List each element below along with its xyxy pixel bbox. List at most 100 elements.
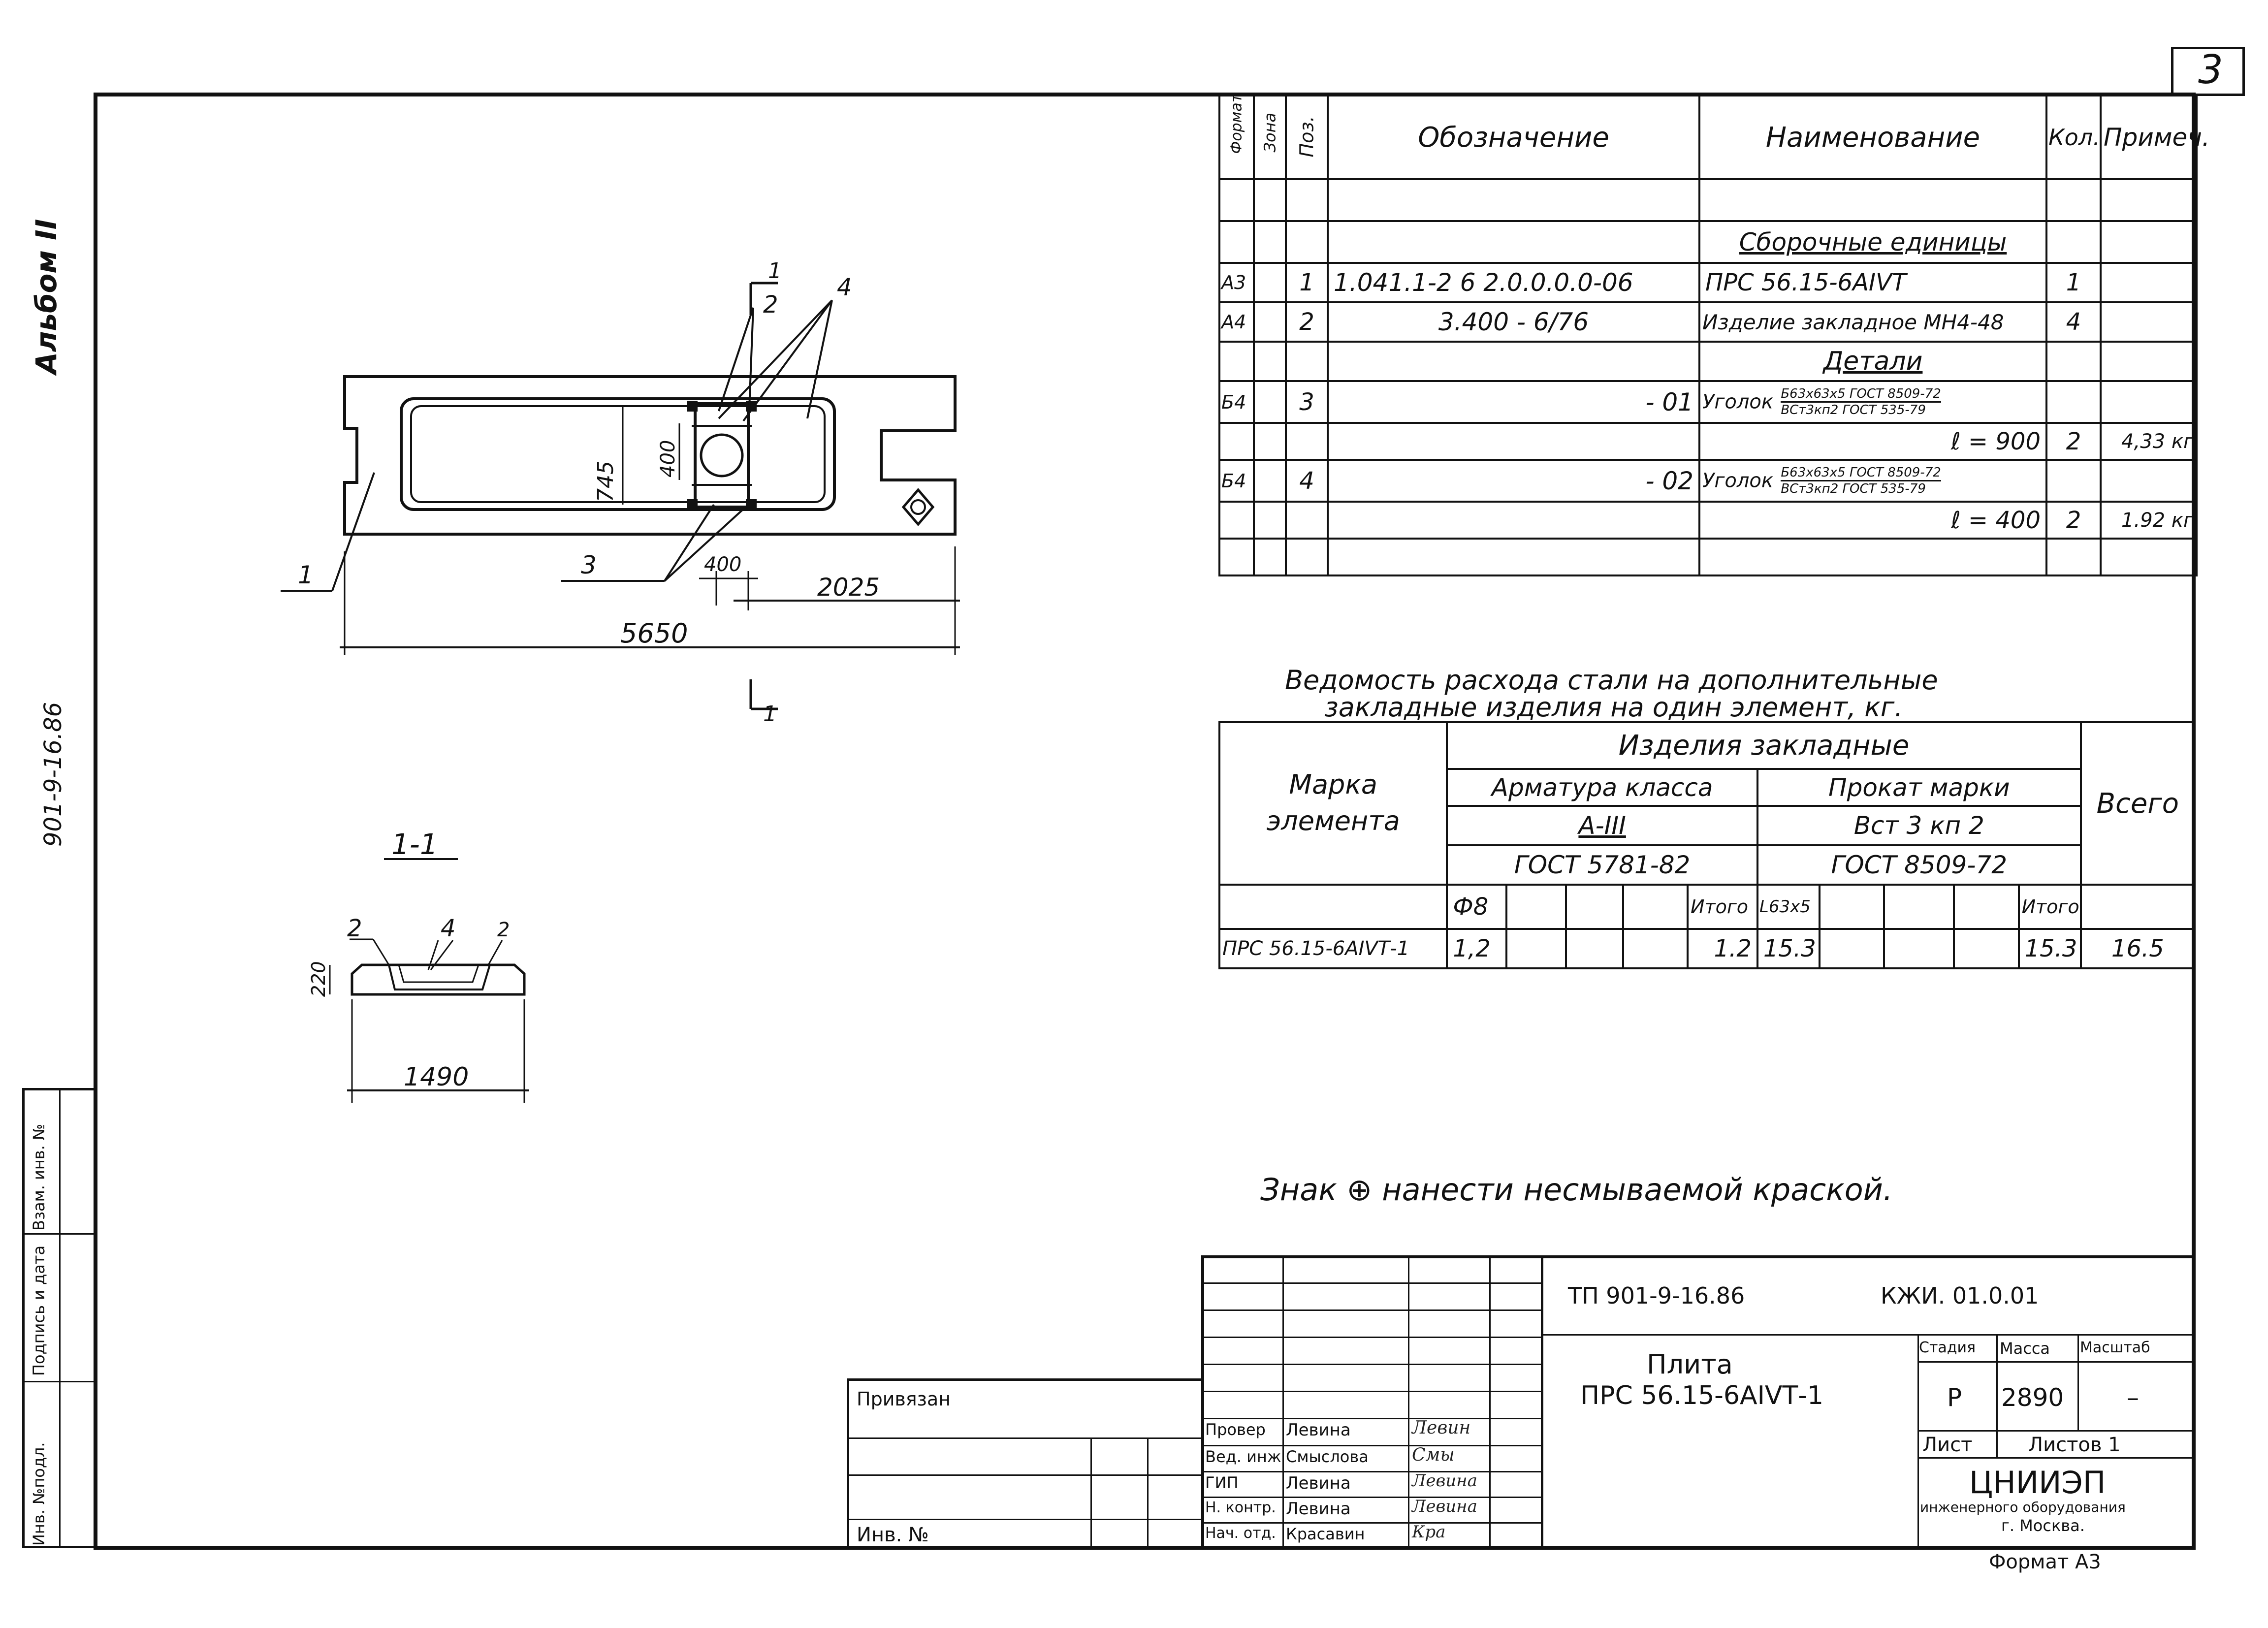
row4-format: Б4	[1218, 459, 1255, 503]
doc-number: ТП 901-9-16.86	[1568, 1282, 1745, 1309]
row1-qty: 1	[2045, 262, 2102, 303]
section-row: Сборочные единицы	[1218, 220, 2198, 264]
role-checked-name: Левина	[1286, 1420, 1351, 1440]
row3-note: 4,33 кг	[2100, 422, 2198, 461]
callout-1: 1	[298, 561, 314, 589]
sheet-number: 3	[2198, 47, 2223, 93]
section-dim-1490: 1490	[404, 1062, 469, 1092]
section-drawing: 1-1 2 4 2 1490 220	[308, 828, 529, 1103]
role-checked: Провер	[1205, 1420, 1266, 1439]
role-dept-head: Нач. отд.	[1205, 1525, 1276, 1542]
row4-profile: Б63х63х5 ГОСТ 8509-72	[1781, 465, 1941, 481]
row-total: 16.5	[2079, 928, 2196, 969]
callout-section-top: 1	[768, 258, 782, 284]
row4-name-cell: Уголок Б63х63х5 ГОСТ 8509-72 ВСт3кп2 ГОС…	[1698, 459, 2047, 503]
plan-drawing: 1 2 1 4 3 1 5650 2025 400 745 400	[281, 258, 960, 727]
dim-400-vertical: 400	[657, 440, 679, 478]
role-gip-name: Левина	[1286, 1473, 1351, 1493]
title-line-1: Плита	[1647, 1349, 1733, 1380]
rolled-grade: Вст 3 кп 2	[1756, 805, 2082, 846]
row3-length: ℓ = 900	[1698, 422, 2047, 461]
section-callout-2a: 2	[347, 915, 362, 942]
row2-name: Изделие закладное МН4-48	[1698, 301, 2047, 343]
bound-label: Привязан	[857, 1388, 951, 1410]
sheets-label: Листов 1	[2028, 1434, 2121, 1456]
mark-header: Марка элемента	[1266, 769, 1400, 836]
role-checked-sign: Левин	[1412, 1418, 1471, 1438]
rebar-header: Арматура класса	[1446, 768, 1758, 807]
row1-designation: 1.041.1-2 6 2.0.0.0.0-06	[1327, 262, 1700, 303]
section-assemblies: Сборочные единицы	[1698, 220, 2047, 264]
spec-row: Б4 4 - 02 Уголок Б63х63х5 ГОСТ 8509-72 В…	[1218, 459, 2198, 503]
role-gip-sign: Левина	[1412, 1471, 1477, 1491]
role-lead-eng: Вед. инж	[1205, 1447, 1281, 1466]
row1-pos: 1	[1285, 262, 1329, 303]
scale-label: Масштаб	[2080, 1339, 2150, 1356]
row3-steel: ВСт3кп2 ГОСТ 535-79	[1781, 403, 1926, 417]
slab-recess	[400, 397, 836, 511]
sub-rolled: L63х5	[1756, 884, 1821, 930]
role-dept-head-name: Красавин	[1286, 1525, 1365, 1543]
total-header: Всего	[2079, 721, 2196, 886]
spec-row: А3 1 1.041.1-2 6 2.0.0.0.0-06 ПРС 56.15-…	[1218, 262, 2198, 303]
section-details: Детали	[1698, 341, 2047, 382]
spec-row: А4 2 3.400 - 6/76 Изделие закладное МН4-…	[1218, 301, 2198, 343]
row4-note: 1.92 кг	[2100, 501, 2198, 540]
role-lead-eng-name: Смыслова	[1286, 1447, 1369, 1466]
row2-qty: 4	[2045, 301, 2102, 343]
sheet-label: Лист	[1922, 1434, 1973, 1456]
role-norm-control: Н. контр.	[1205, 1499, 1276, 1516]
dim-745: 745	[593, 461, 618, 502]
row3-pos: 3	[1285, 380, 1329, 424]
sheet-number-box	[2171, 47, 2245, 96]
row2-format: А4	[1218, 301, 1255, 343]
row-rebar-phi8: 1,2	[1446, 928, 1508, 969]
callout-4: 4	[837, 274, 852, 301]
scale-value: –	[2127, 1383, 2139, 1412]
stage-label: Стадия	[1919, 1339, 1976, 1356]
row-rolled-total: 15.3	[2017, 928, 2082, 969]
mass-value: 2890	[2001, 1383, 2064, 1412]
spec-row: ℓ = 400 2 1.92 кг	[1218, 501, 2198, 540]
left-stamp-strip: Инв. №подл. Подпись и дата Взам. инв. №	[22, 1088, 96, 1548]
rolled-header: Прокат марки	[1756, 768, 2082, 807]
col-format: Формат	[1228, 94, 1246, 154]
col-qty: Кол.	[2045, 95, 2102, 180]
row4-designation: - 02	[1327, 459, 1700, 503]
row-rebar-total: 1.2	[1687, 928, 1758, 969]
row-mark: ПРС 56.15-6АIVТ-1	[1218, 928, 1448, 969]
dim-400-horizontal: 400	[704, 553, 741, 576]
specification-table: Формат Зона Поз. Обозначение Наименовани…	[1218, 94, 2210, 576]
row4-qty: 2	[2045, 501, 2102, 540]
row3-qty: 2	[2045, 422, 2102, 461]
org-city: г. Москва.	[2001, 1516, 2085, 1535]
callout-3: 3	[581, 551, 597, 579]
side-album-label: Альбом II	[30, 219, 63, 374]
row3-format: Б4	[1218, 380, 1255, 424]
section-callout-4: 4	[441, 915, 456, 942]
steel-statement-title-1: Ведомость расхода стали на дополнительны…	[1285, 665, 1938, 696]
row3-name: Уголок	[1702, 390, 1774, 414]
sub-rebar-total: Итого	[1687, 884, 1758, 930]
row1-name: ПРС 56.15-6АIVТ	[1698, 262, 2047, 303]
callout-section-bottom: 1	[763, 702, 777, 727]
row4-pos: 4	[1285, 459, 1329, 503]
sub-rebar-dia: Ф8	[1446, 884, 1508, 930]
row2-pos: 2	[1285, 301, 1329, 343]
statement-data-row: ПРС 56.15-6АIVТ-1 1,2 1.2 15.3 15.3 16.5	[1218, 928, 2196, 969]
callout-2: 2	[763, 291, 778, 319]
rebar-class: А-III	[1446, 805, 1758, 846]
sub-rolled-total: Итого	[2017, 884, 2082, 930]
row1-format: А3	[1218, 262, 1255, 303]
doc-code: КЖИ. 01.0.01	[1881, 1282, 2039, 1309]
section-title: 1-1	[391, 828, 438, 861]
row-rolled: 15.3	[1756, 928, 1821, 969]
role-dept-head-sign: Кра	[1412, 1522, 1446, 1542]
spec-row: Б4 3 - 01 Уголок Б63х63х5 ГОСТ 8509-72 В…	[1218, 380, 2198, 424]
col-zone: Зона	[1260, 112, 1279, 153]
rolled-gost: ГОСТ 8509-72	[1756, 844, 2082, 886]
title-line-2: ПРС 56.15-6АIVТ-1	[1580, 1381, 1824, 1410]
rebar-gost: ГОСТ 5781-82	[1446, 844, 1758, 886]
format-label: Формат А3	[1989, 1551, 2101, 1573]
col-pos: Поз.	[1296, 116, 1318, 158]
